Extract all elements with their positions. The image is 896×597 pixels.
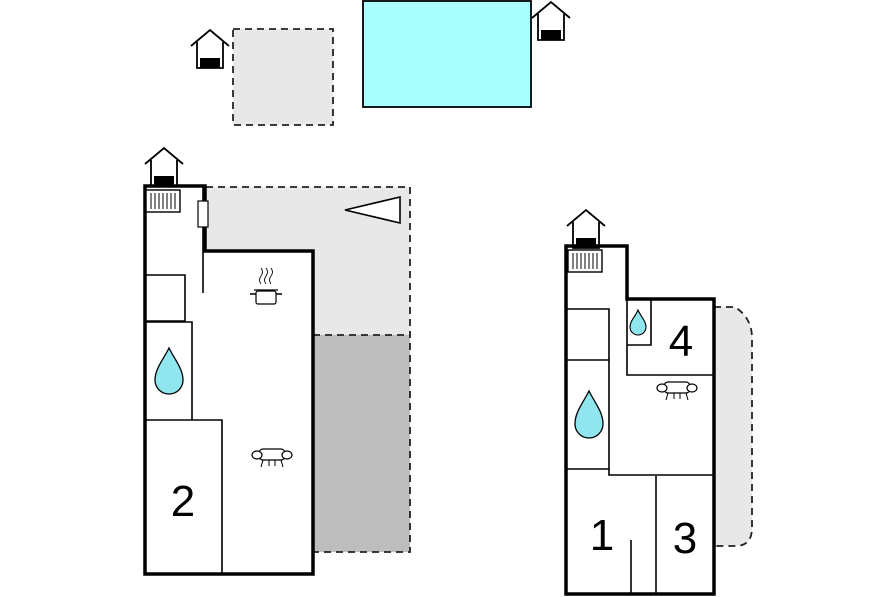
kitchen-pot-icon — [250, 267, 282, 305]
terrace-top — [232, 28, 334, 126]
left-house-outline — [143, 184, 315, 576]
room-3-label: 3 — [673, 514, 697, 563]
terrace-covered-light — [206, 187, 410, 335]
room-4-label: 4 — [669, 317, 693, 366]
terrace-dark — [313, 335, 410, 552]
room-2-label: 2 — [171, 477, 195, 526]
entrance-icon — [566, 209, 606, 249]
terrace-right — [714, 307, 752, 546]
water-drop-icon — [154, 346, 184, 395]
sofa-icon — [251, 448, 293, 468]
entrance-icon — [531, 1, 571, 41]
window-frame — [197, 200, 209, 228]
sofa-icon — [656, 381, 698, 401]
pool — [362, 0, 532, 108]
right-house-outline — [564, 244, 716, 596]
entrance-icon — [190, 29, 230, 69]
radiator-icon — [567, 249, 603, 273]
water-drop-icon — [629, 308, 647, 336]
direction-arrow-icon — [344, 195, 401, 225]
water-drop-icon — [574, 389, 604, 439]
room-1-label: 1 — [590, 511, 614, 560]
radiator-icon — [145, 189, 181, 213]
entrance-icon — [144, 147, 184, 187]
